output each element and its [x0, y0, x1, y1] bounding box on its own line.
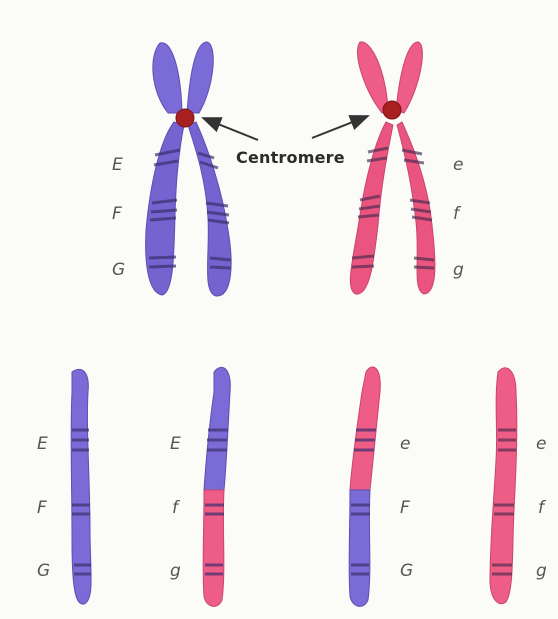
chromatid-3 [349, 367, 380, 606]
paternal-centromere [383, 101, 401, 119]
chromatid-2-allele-1: E [170, 436, 181, 453]
chromatid-4-allele-3: g [536, 563, 547, 580]
chromatid-4-allele-2: f [538, 500, 544, 517]
maternal-chromatid-lower-right [188, 122, 231, 296]
top-right-allele-2: f [453, 206, 459, 223]
chromatid-2-allele-2: f [172, 500, 178, 517]
maternal-chromatid-upper-right [187, 42, 213, 113]
centromere-label: Centromere [236, 148, 345, 167]
maternal-chromatid-upper-left [153, 43, 182, 113]
top-right-allele-1: e [453, 157, 463, 174]
maternal-chromosome [146, 42, 231, 296]
chromatid-1-allele-2: F [37, 500, 47, 517]
chromatid-3-allele-3: G [400, 563, 413, 580]
maternal-centromere [176, 109, 194, 127]
chromatid-2-allele-3: g [170, 563, 181, 580]
chromatid-1 [71, 369, 91, 604]
chromatid-2 [203, 367, 230, 606]
paternal-chromatid-upper-right [396, 42, 422, 113]
maternal-chromatid-lower-left [146, 122, 184, 295]
paternal-chromatid-upper-left [357, 42, 388, 113]
top-left-allele-1: E [112, 157, 123, 174]
chromatid-1-allele-3: G [37, 563, 50, 580]
top-right-allele-3: g [453, 262, 464, 279]
paternal-chromosome [350, 42, 435, 294]
chromatid-3-allele-1: e [400, 436, 410, 453]
arrow-to-maternal-centromere [203, 118, 258, 140]
chromatid-3-allele-2: F [400, 500, 410, 517]
top-left-allele-2: F [112, 206, 122, 223]
chromatid-4 [490, 368, 517, 604]
chromatid-4-allele-1: e [536, 436, 546, 453]
chromatid-1-allele-1: E [37, 436, 48, 453]
arrow-to-paternal-centromere [312, 116, 368, 138]
top-left-allele-3: G [112, 262, 125, 279]
